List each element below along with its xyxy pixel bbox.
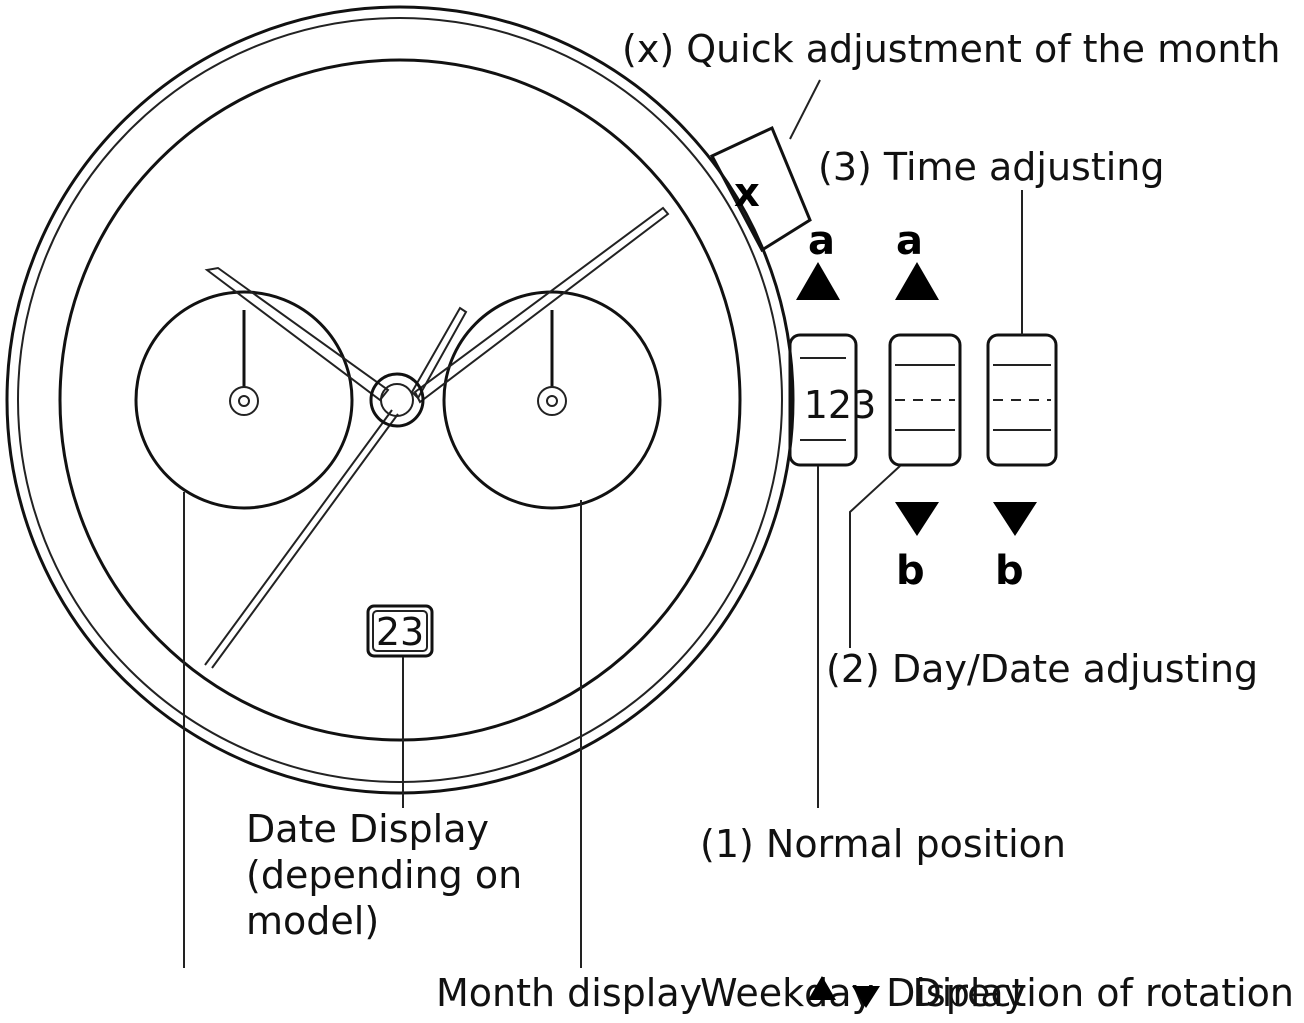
up-arrow-icon bbox=[808, 976, 836, 1000]
down-arrow-icon bbox=[852, 986, 880, 1008]
date-window: 23 bbox=[366, 604, 434, 658]
crown-position-3 bbox=[986, 333, 1058, 467]
label-quick-month: (x) Quick adjustment of the month bbox=[622, 27, 1280, 71]
label-date-display-2: (depending on bbox=[246, 853, 522, 897]
leader-day-date bbox=[849, 465, 901, 648]
crown-position-1 bbox=[788, 333, 858, 467]
marker-a: a bbox=[896, 218, 923, 264]
month-subdial bbox=[134, 290, 354, 510]
label-month-display: Month display bbox=[436, 971, 702, 1015]
label-normal-position: (1) Normal position bbox=[700, 822, 1066, 866]
quick-month-button bbox=[709, 79, 821, 253]
label-date-display: Date Display bbox=[246, 807, 489, 851]
label-day-date-adjusting: (2) Day/Date adjusting bbox=[826, 647, 1258, 691]
label-direction-rotation: Direction of rotation bbox=[913, 971, 1294, 1015]
label-time-adjusting: (3) Time adjusting bbox=[818, 145, 1165, 189]
marker-x: x bbox=[734, 170, 760, 216]
date-window-value: 23 bbox=[376, 610, 424, 654]
marker-a: a bbox=[808, 218, 835, 264]
crown-position-numbers: 123 bbox=[804, 383, 877, 427]
marker-b: b bbox=[995, 548, 1024, 594]
marker-b: b bbox=[896, 548, 925, 594]
down-arrow-icon bbox=[895, 502, 939, 536]
crown-position-2 bbox=[888, 333, 962, 467]
up-arrow-icon bbox=[796, 262, 840, 300]
label-date-display-3: model) bbox=[246, 899, 379, 943]
down-arrow-icon bbox=[993, 502, 1037, 536]
direction-markers: a a b b x bbox=[734, 170, 1037, 594]
watch-hands bbox=[204, 206, 670, 669]
watch-case bbox=[5, 5, 795, 795]
weekday-subdial bbox=[442, 290, 662, 510]
up-arrow-icon bbox=[895, 262, 939, 300]
